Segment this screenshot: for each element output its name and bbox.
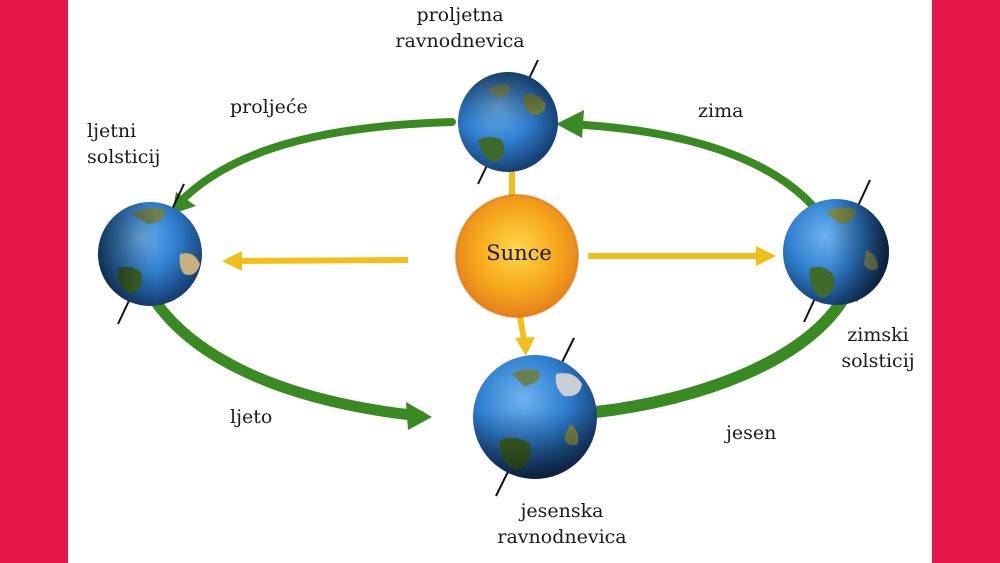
spring-equinox-line2: ravnodnevica [395,30,525,52]
sun-label: Sunce [486,241,552,265]
autumn-equinox-line1: jesenska [520,500,604,522]
summer-solstice-line2: solsticij [87,146,161,168]
earth-winter-solstice [783,179,889,323]
season-winter-label: zima [698,100,744,122]
earth-summer-solstice [98,183,202,325]
earth-autumn-equinox [473,337,597,497]
season-spring-label: proljeće [230,96,308,118]
earth-spring-equinox [458,59,558,185]
autumn-equinox-label: jesenska ravnodnevica [482,498,642,550]
orbit-arrow-summer [406,402,432,430]
spring-equinox-label: proljetna ravnodnevica [380,2,540,54]
winter-solstice-line2: solsticij [841,350,915,372]
summer-solstice-line1: ljetni [87,120,137,142]
sun [455,194,579,318]
spring-equinox-line1: proljetna [416,4,504,26]
season-autumn-label: jesen [726,422,777,444]
season-summer-label: ljeto [230,406,273,428]
summer-solstice-label: ljetni solsticij [87,118,160,170]
orbit-arrow-winter [556,110,584,138]
orbit-path [140,118,852,422]
winter-solstice-label: zimski solsticij [826,322,930,374]
autumn-equinox-line2: ravnodnevica [497,526,627,548]
winter-solstice-line1: zimski [847,324,909,346]
